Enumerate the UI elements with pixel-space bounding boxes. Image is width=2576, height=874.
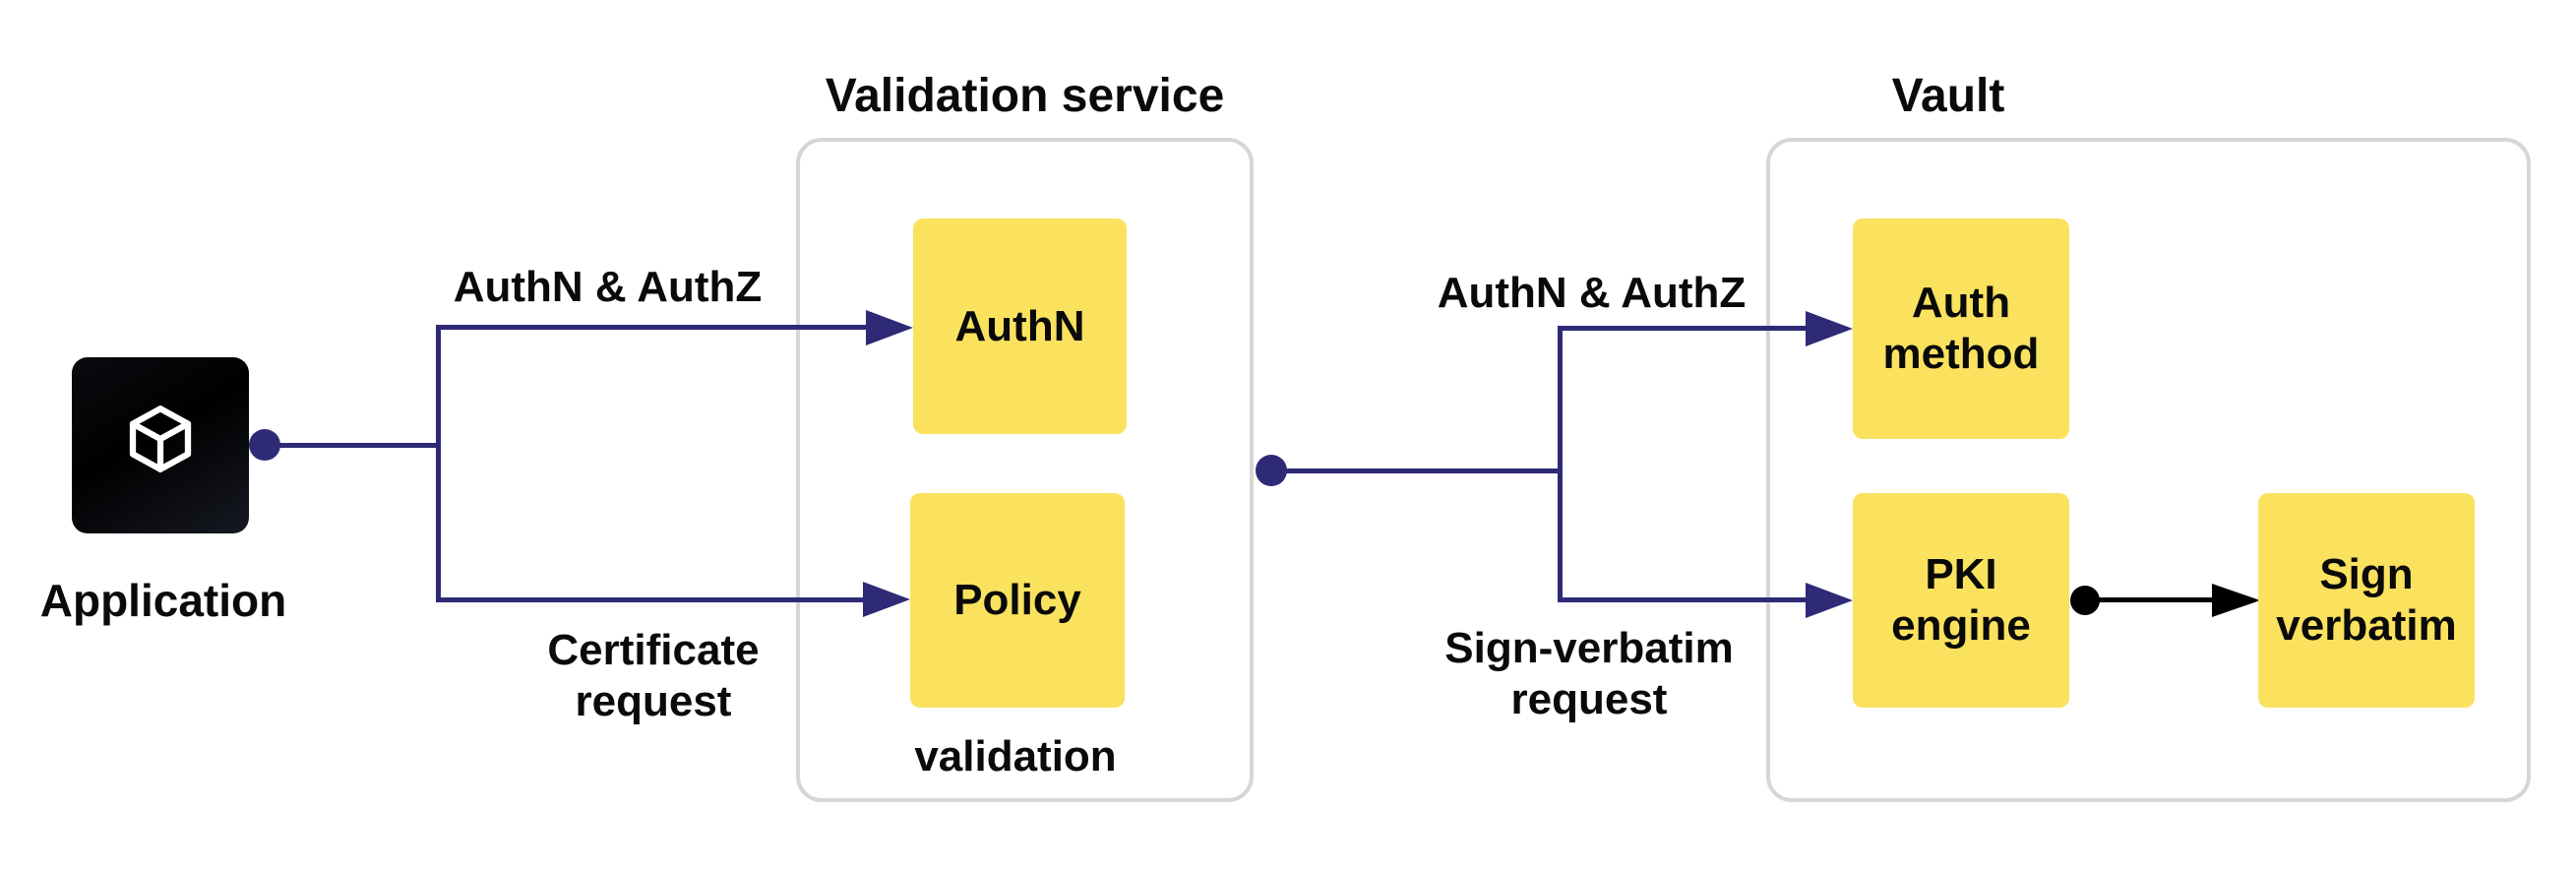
- sign-verbatim-node-label: Sign verbatim: [2276, 550, 2457, 650]
- pki-engine-node-label: PKI engine: [1891, 550, 2031, 650]
- sign-verbatim-node: Sign verbatim: [2258, 493, 2475, 708]
- auth-method-node-label: Auth method: [1882, 279, 2040, 378]
- application-tile: [72, 357, 249, 533]
- validation-caption: validation: [914, 732, 1117, 780]
- policy-arrowhead-icon: [863, 582, 910, 617]
- sign-verbatim-arrowhead-icon: [2212, 584, 2260, 617]
- auth-method-arrowhead-icon: [1806, 311, 1853, 346]
- policy-node: Policy: [910, 493, 1125, 708]
- pki-to-sign-line: [2085, 597, 2212, 602]
- pki-connector-dot: [2070, 586, 2100, 615]
- cube-icon: [119, 398, 202, 485]
- mid-stub-line: [1271, 468, 1560, 473]
- policy-node-label: Policy: [953, 576, 1081, 624]
- app-branch-vertical-line: [436, 325, 441, 602]
- validation-connector-dot: [1256, 455, 1287, 486]
- validation-service-title: Validation service: [825, 70, 1225, 122]
- auth-method-node: Auth method: [1853, 218, 2069, 439]
- application-connector-dot: [249, 429, 280, 461]
- authn-arrowhead-icon: [866, 310, 913, 345]
- app-branch-bottom-line: [436, 597, 863, 602]
- pki-engine-arrowhead-icon: [1806, 583, 1853, 618]
- mid-branch-top-line: [1558, 326, 1806, 331]
- mid-branch-bottom-line: [1558, 597, 1806, 602]
- pki-engine-node: PKI engine: [1853, 493, 2069, 708]
- edge-label-authn-authz-right: AuthN & AuthZ: [1437, 269, 1747, 317]
- authn-node: AuthN: [913, 218, 1127, 434]
- authn-node-label: AuthN: [954, 301, 1085, 350]
- edge-label-authn-authz-left: AuthN & AuthZ: [453, 263, 763, 311]
- app-stub-line: [265, 443, 438, 448]
- vault-title: Vault: [1891, 70, 2005, 122]
- edge-label-sign-verbatim-request: Sign-verbatim request: [1444, 624, 1734, 723]
- app-branch-top-line: [436, 325, 866, 330]
- mid-branch-vertical-line: [1558, 326, 1563, 602]
- edge-label-certificate-request: Certificate request: [547, 626, 760, 725]
- application-label: Application: [39, 575, 287, 626]
